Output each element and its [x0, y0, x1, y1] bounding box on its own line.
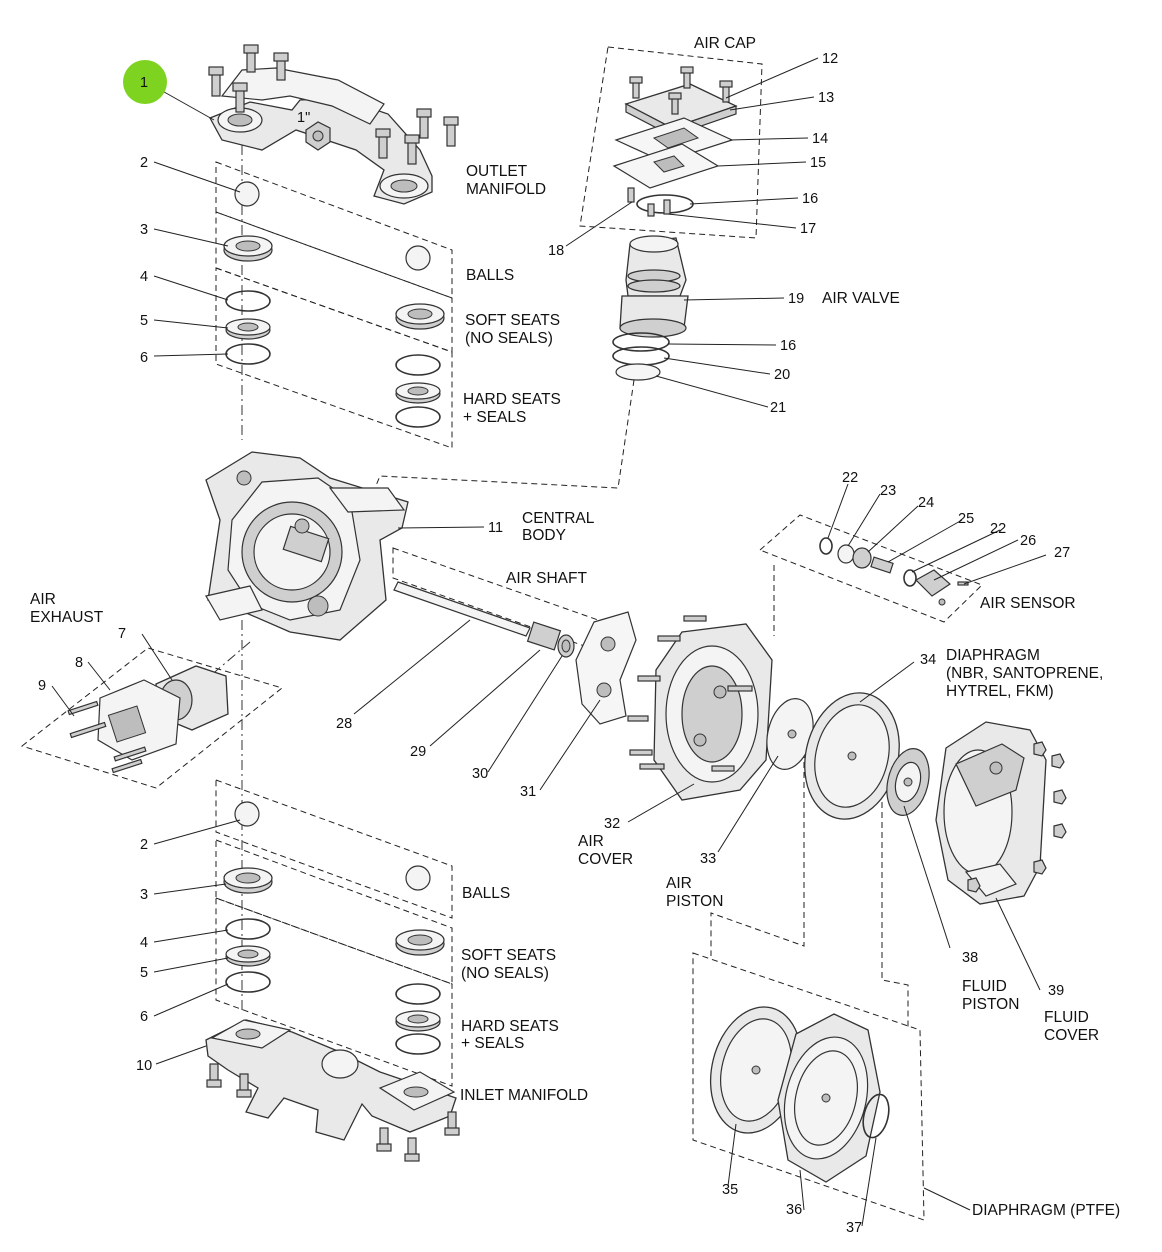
callout-6-bottom: 6	[140, 1009, 148, 1025]
callout-16-a: 16	[802, 191, 818, 207]
callout-38: 38	[962, 950, 978, 966]
callout-3-top: 3	[140, 222, 148, 238]
section-labels: OUTLET MANIFOLD BALLS SOFT SEATS (NO SEA…	[30, 35, 1120, 1219]
label-hard-seats-bottom: HARD SEATS + SEALS	[461, 1018, 563, 1052]
callout-16-b: 16	[780, 338, 796, 354]
callout-3-bottom: 3	[140, 887, 148, 903]
callout-2-bottom: 2	[140, 837, 148, 853]
label-balls-top: BALLS	[466, 267, 514, 284]
air-sensor-parts	[819, 537, 969, 606]
air-shaft-box	[392, 547, 599, 649]
fluid-piston-part	[886, 748, 930, 816]
outlet-manifold-part: 1"	[208, 44, 459, 205]
air-cover-part	[627, 615, 773, 801]
callout-12: 12	[822, 51, 838, 67]
label-inlet-manifold: INLET MANIFOLD	[460, 1087, 588, 1104]
callout-8: 8	[75, 655, 83, 671]
callout-22-b: 22	[990, 521, 1006, 537]
callout-19: 19	[788, 291, 804, 307]
callout-31: 31	[520, 784, 536, 800]
callout-15: 15	[810, 155, 826, 171]
label-balls-bottom: BALLS	[462, 885, 510, 902]
callout-27: 27	[1054, 545, 1070, 561]
leader-lines	[51, 57, 1047, 1227]
balls-bottom-box	[215, 779, 453, 919]
callout-5-top: 5	[140, 313, 148, 329]
label-air-exhaust: AIR EXHAUST	[30, 591, 104, 626]
gasket-31	[575, 611, 637, 725]
callout-33: 33	[700, 851, 716, 867]
callout-32: 32	[604, 816, 620, 832]
callout-39: 39	[1048, 983, 1064, 999]
callout-5-bottom: 5	[140, 965, 148, 981]
label-fluid-cover: FLUID COVER	[1044, 1009, 1099, 1044]
callout-17: 17	[800, 221, 816, 237]
callout-24: 24	[918, 495, 934, 511]
callout-20: 20	[774, 367, 790, 383]
callout-26: 26	[1020, 533, 1036, 549]
label-soft-seats-top: SOFT SEATS (NO SEALS)	[465, 312, 564, 347]
air-exhaust-parts	[67, 665, 229, 774]
callout-37: 37	[846, 1220, 862, 1236]
label-fluid-piston: FLUID PISTON	[962, 978, 1019, 1013]
callout-11: 11	[488, 520, 503, 536]
label-central-body: CENTRAL BODY	[522, 510, 598, 544]
label-air-sensor: AIR SENSOR	[980, 595, 1076, 612]
callout-34: 34	[920, 652, 936, 668]
central-body-part	[205, 451, 409, 641]
top-check-valve-parts	[223, 181, 445, 428]
inlet-manifold-part	[205, 1019, 460, 1162]
callout-7: 7	[118, 626, 126, 642]
callout-14: 14	[812, 131, 828, 147]
callout-23: 23	[880, 483, 896, 499]
label-air-cap: AIR CAP	[694, 35, 756, 52]
callout-4-top: 4	[140, 269, 148, 285]
label-air-piston: AIR PISTON	[666, 875, 723, 910]
highlight-marker[interactable]	[123, 60, 167, 104]
air-cap-box	[579, 46, 763, 239]
callout-28: 28	[336, 716, 352, 732]
air-sensor-box	[759, 514, 983, 623]
callout-29: 29	[410, 744, 426, 760]
callout-1: 1	[140, 75, 148, 91]
diaphragm-link	[881, 742, 909, 1030]
callout-2-top: 2	[140, 155, 148, 171]
label-air-valve: AIR VALVE	[822, 290, 900, 307]
callout-21: 21	[770, 400, 786, 416]
callout-13: 13	[818, 90, 834, 106]
callout-6-top: 6	[140, 350, 148, 366]
callout-25: 25	[958, 511, 974, 527]
label-soft-seats-bottom: SOFT SEATS (NO SEALS)	[461, 947, 560, 982]
air-cap-parts	[612, 66, 738, 217]
label-hard-seats-top: HARD SEATS + SEALS	[463, 391, 565, 426]
air-valve-parts	[612, 235, 689, 381]
callout-30: 30	[472, 766, 488, 782]
label-outlet-manifold: OUTLET MANIFOLD	[466, 163, 546, 198]
air-shaft-parts	[393, 581, 575, 658]
callout-numbers: 2 3 4 5 6 12 13 14 15 16 17 18 19 16 20 …	[38, 51, 1070, 1236]
ptfe-diaphragm-parts	[709, 1006, 890, 1183]
callout-35: 35	[722, 1182, 738, 1198]
fluid-cover-part	[935, 721, 1067, 905]
label-air-cover: AIR COVER	[578, 833, 633, 868]
label-air-shaft: AIR SHAFT	[506, 570, 587, 587]
callout-18: 18	[548, 243, 564, 259]
callout-22-a: 22	[842, 470, 858, 486]
label-diaphragm: DIAPHRAGM (NBR, SANTOPRENE, HYTREL, FKM)	[946, 647, 1108, 700]
air-piston-part	[766, 698, 814, 770]
bottom-check-valve-parts	[223, 801, 445, 1055]
callout-36: 36	[786, 1202, 802, 1218]
manifold-size-mark: 1"	[297, 110, 310, 126]
air-piston-link	[710, 742, 805, 956]
label-diaphragm-ptfe: DIAPHRAGM (PTFE)	[972, 1202, 1120, 1219]
callout-10: 10	[136, 1058, 152, 1074]
hard-seats-bottom-box	[215, 897, 453, 1087]
hard-seats-top-box	[215, 267, 453, 449]
diaphragm-part	[804, 692, 900, 820]
callout-4-bottom: 4	[140, 935, 148, 951]
part-1-highlight[interactable]: 1	[123, 60, 167, 104]
callout-9: 9	[38, 678, 46, 694]
